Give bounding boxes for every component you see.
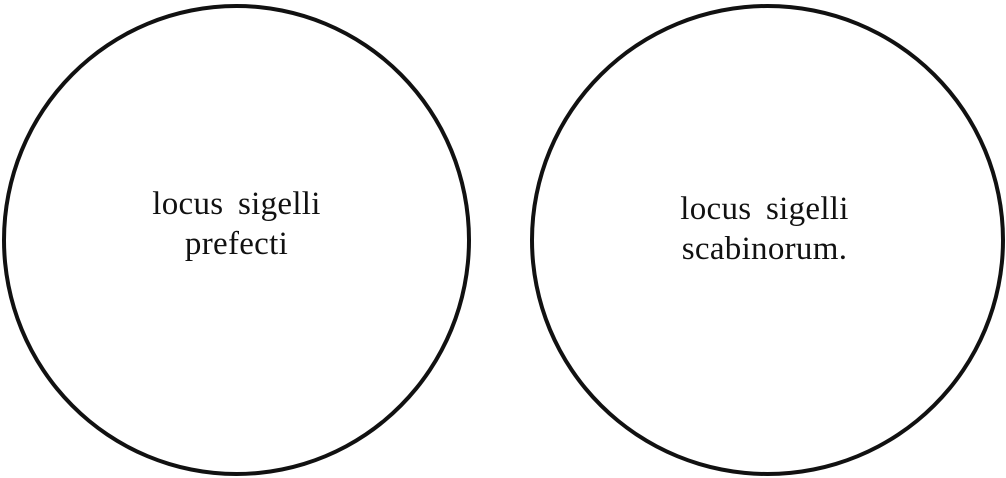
prefect-seal-caption: locus sigelli prefecti <box>152 184 320 264</box>
scabini-seal-caption-line-1: locus sigelli <box>680 191 849 227</box>
prefect-seal-caption-line-2: prefecti <box>184 226 289 262</box>
prefect-seal-circle: locus sigelli prefecti <box>2 4 471 476</box>
prefect-seal-caption-line-1: locus sigelli <box>152 186 321 222</box>
scabini-seal-caption: locus sigelli scabinorum. <box>680 189 848 269</box>
scabini-seal-caption-line-2: scabinorum. <box>681 231 848 267</box>
scabini-seal-circle: locus sigelli scabinorum. <box>530 4 1005 476</box>
